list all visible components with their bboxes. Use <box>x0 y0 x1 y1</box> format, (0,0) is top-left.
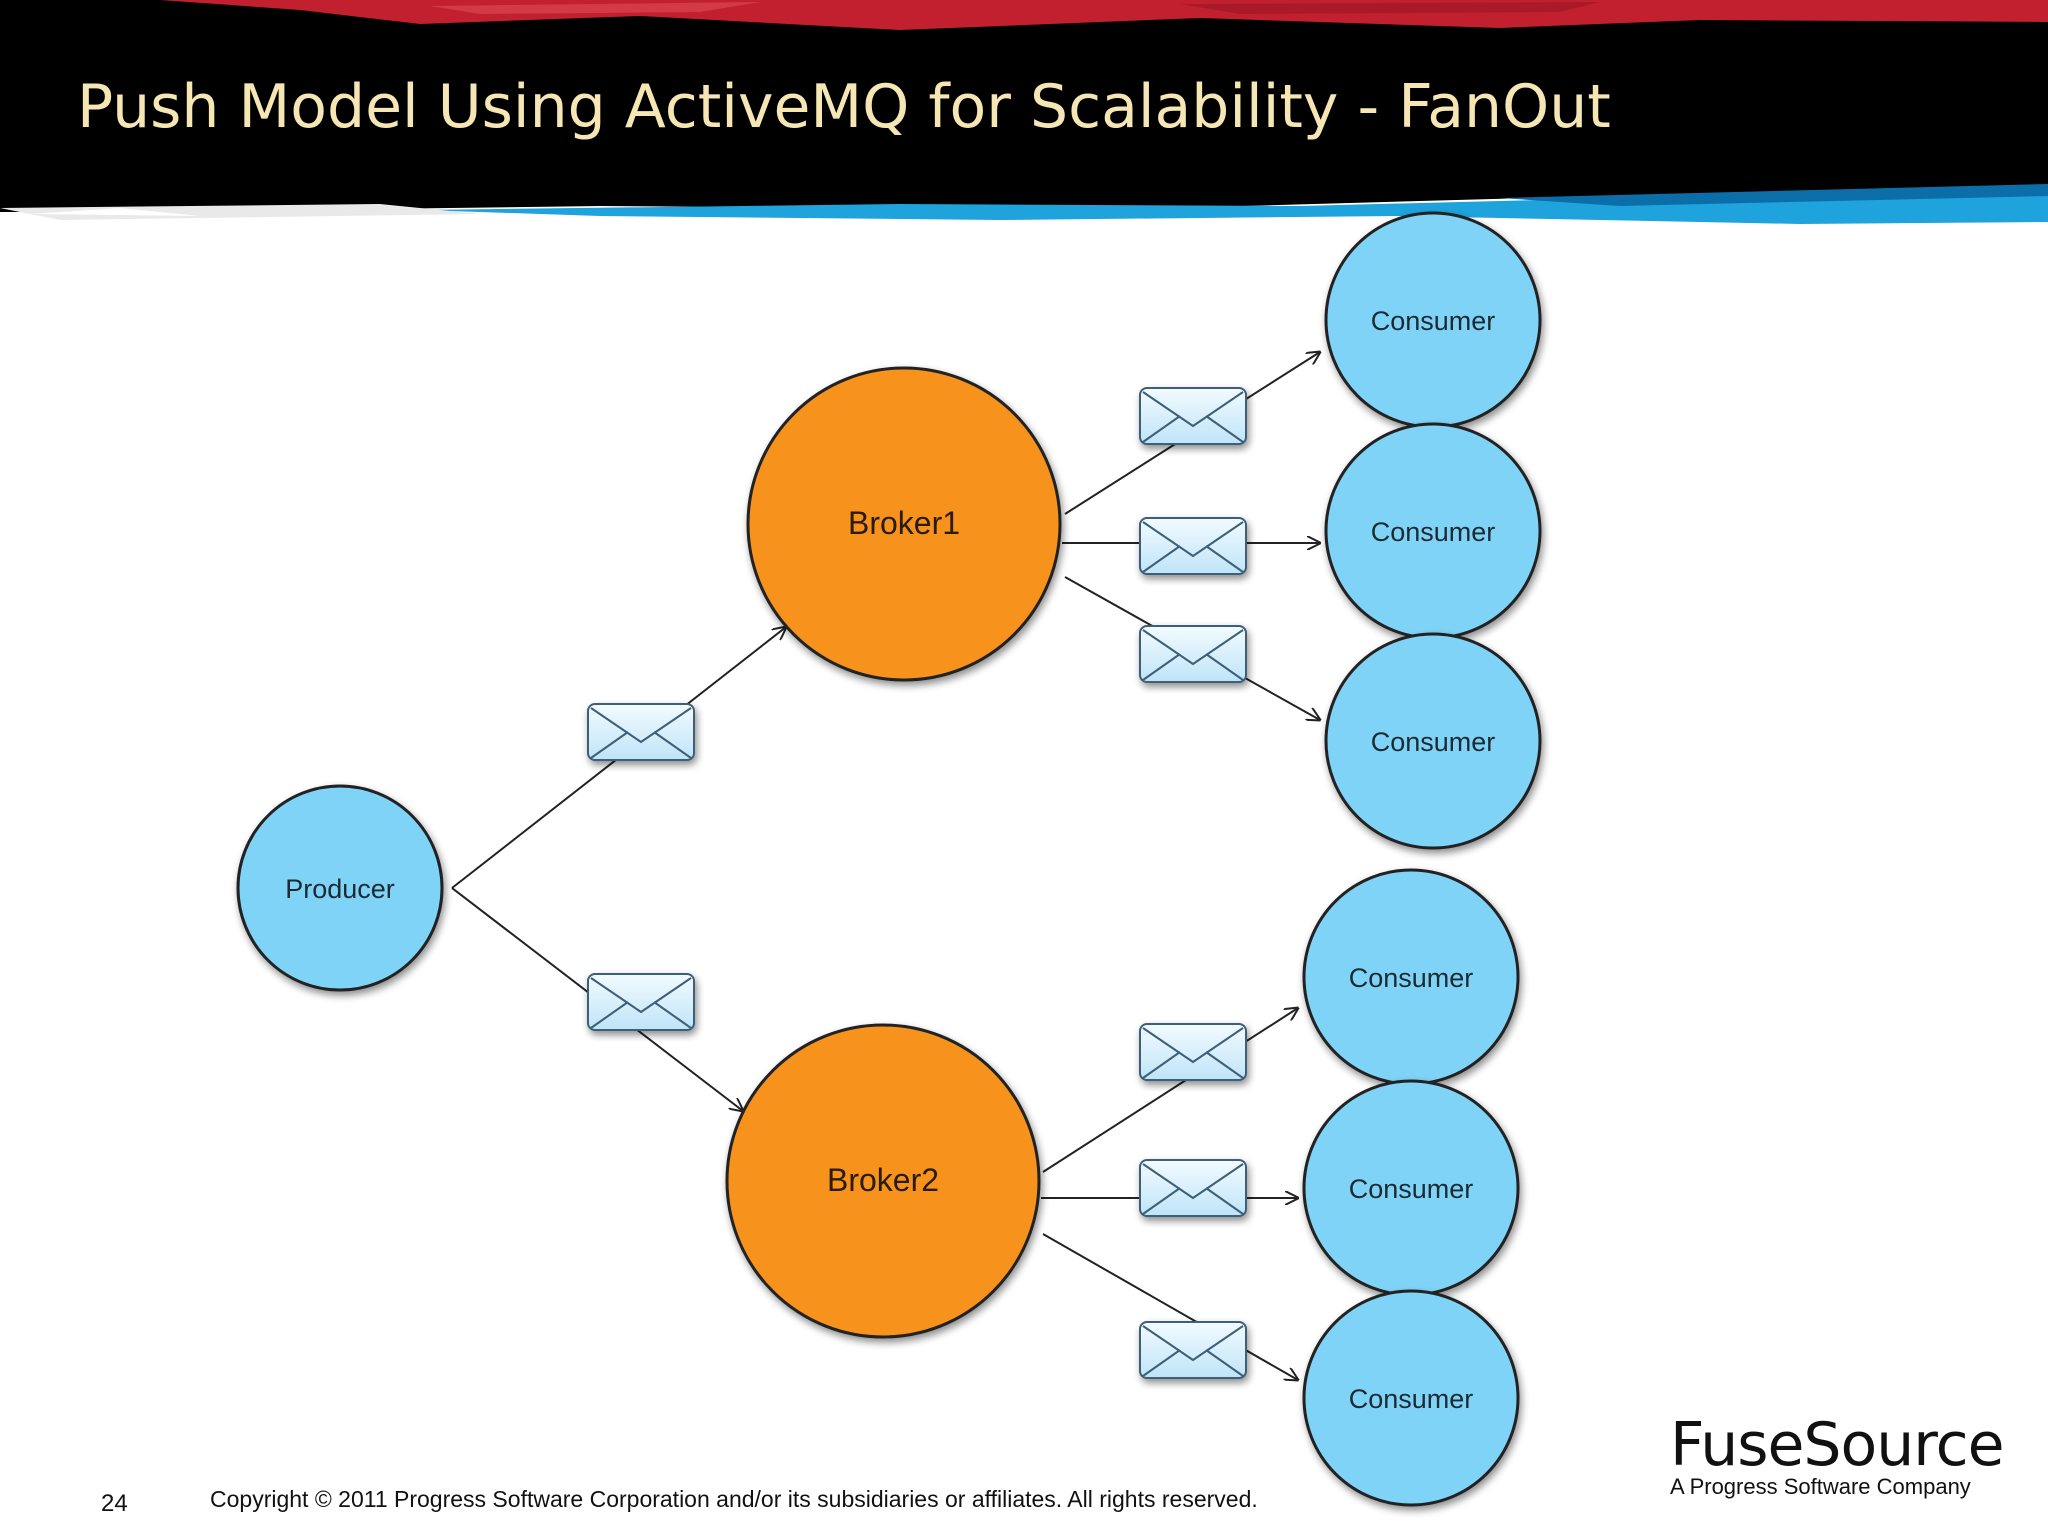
producer-label: Producer <box>285 874 395 904</box>
consumer-node: Consumer <box>1302 1079 1520 1297</box>
copyright-notice: Copyright © 2011 Progress Software Corpo… <box>210 1486 1258 1512</box>
brand-tagline: A Progress Software Company <box>1670 1474 1971 1499</box>
consumer-label: Consumer <box>1349 1174 1474 1204</box>
consumer-label: Consumer <box>1371 727 1496 757</box>
broker2-label: Broker2 <box>827 1162 939 1198</box>
envelope-icon <box>1139 1023 1247 1081</box>
page-number: 24 <box>101 1490 128 1517</box>
envelope-icon <box>1139 387 1247 445</box>
edge-broker2-consumer6 <box>1042 1233 1298 1380</box>
consumer-node: Consumer <box>1324 422 1542 640</box>
fusesource-logo: FuseSource A Progress Software Company <box>1670 1410 2005 1500</box>
broker2-node: Broker2 <box>725 1023 1041 1339</box>
brand-name: FuseSource <box>1670 1410 2005 1480</box>
consumer-node: Consumer <box>1302 868 1520 1086</box>
slide-title: Push Model Using ActiveMQ for Scalabilit… <box>77 72 1611 142</box>
producer-node: Producer <box>236 784 444 992</box>
envelope-icon <box>1139 1321 1247 1379</box>
envelope-icon <box>587 973 695 1031</box>
consumer-label: Consumer <box>1371 517 1496 547</box>
consumer-label: Consumer <box>1371 306 1496 336</box>
consumer-node: Consumer <box>1302 1289 1520 1507</box>
consumer-node: Consumer <box>1324 632 1542 850</box>
broker1-label: Broker1 <box>848 505 960 541</box>
envelopes <box>587 387 1247 1379</box>
envelope-icon <box>1139 517 1247 575</box>
envelope-icon <box>1139 1159 1247 1217</box>
edge-broker2-consumer4 <box>1042 1008 1298 1173</box>
consumer-label: Consumer <box>1349 963 1474 993</box>
consumer-label: Consumer <box>1349 1384 1474 1414</box>
envelope-icon <box>587 703 695 761</box>
broker1-node: Broker1 <box>746 366 1062 682</box>
nodes: Producer Broker1 Broker2 Consumer Consum… <box>236 211 1542 1507</box>
header-band: Push Model Using ActiveMQ for Scalabilit… <box>0 0 2048 232</box>
consumer-node: Consumer <box>1324 211 1542 429</box>
header-brush-strokes <box>0 0 2048 232</box>
envelope-icon <box>1139 625 1247 683</box>
